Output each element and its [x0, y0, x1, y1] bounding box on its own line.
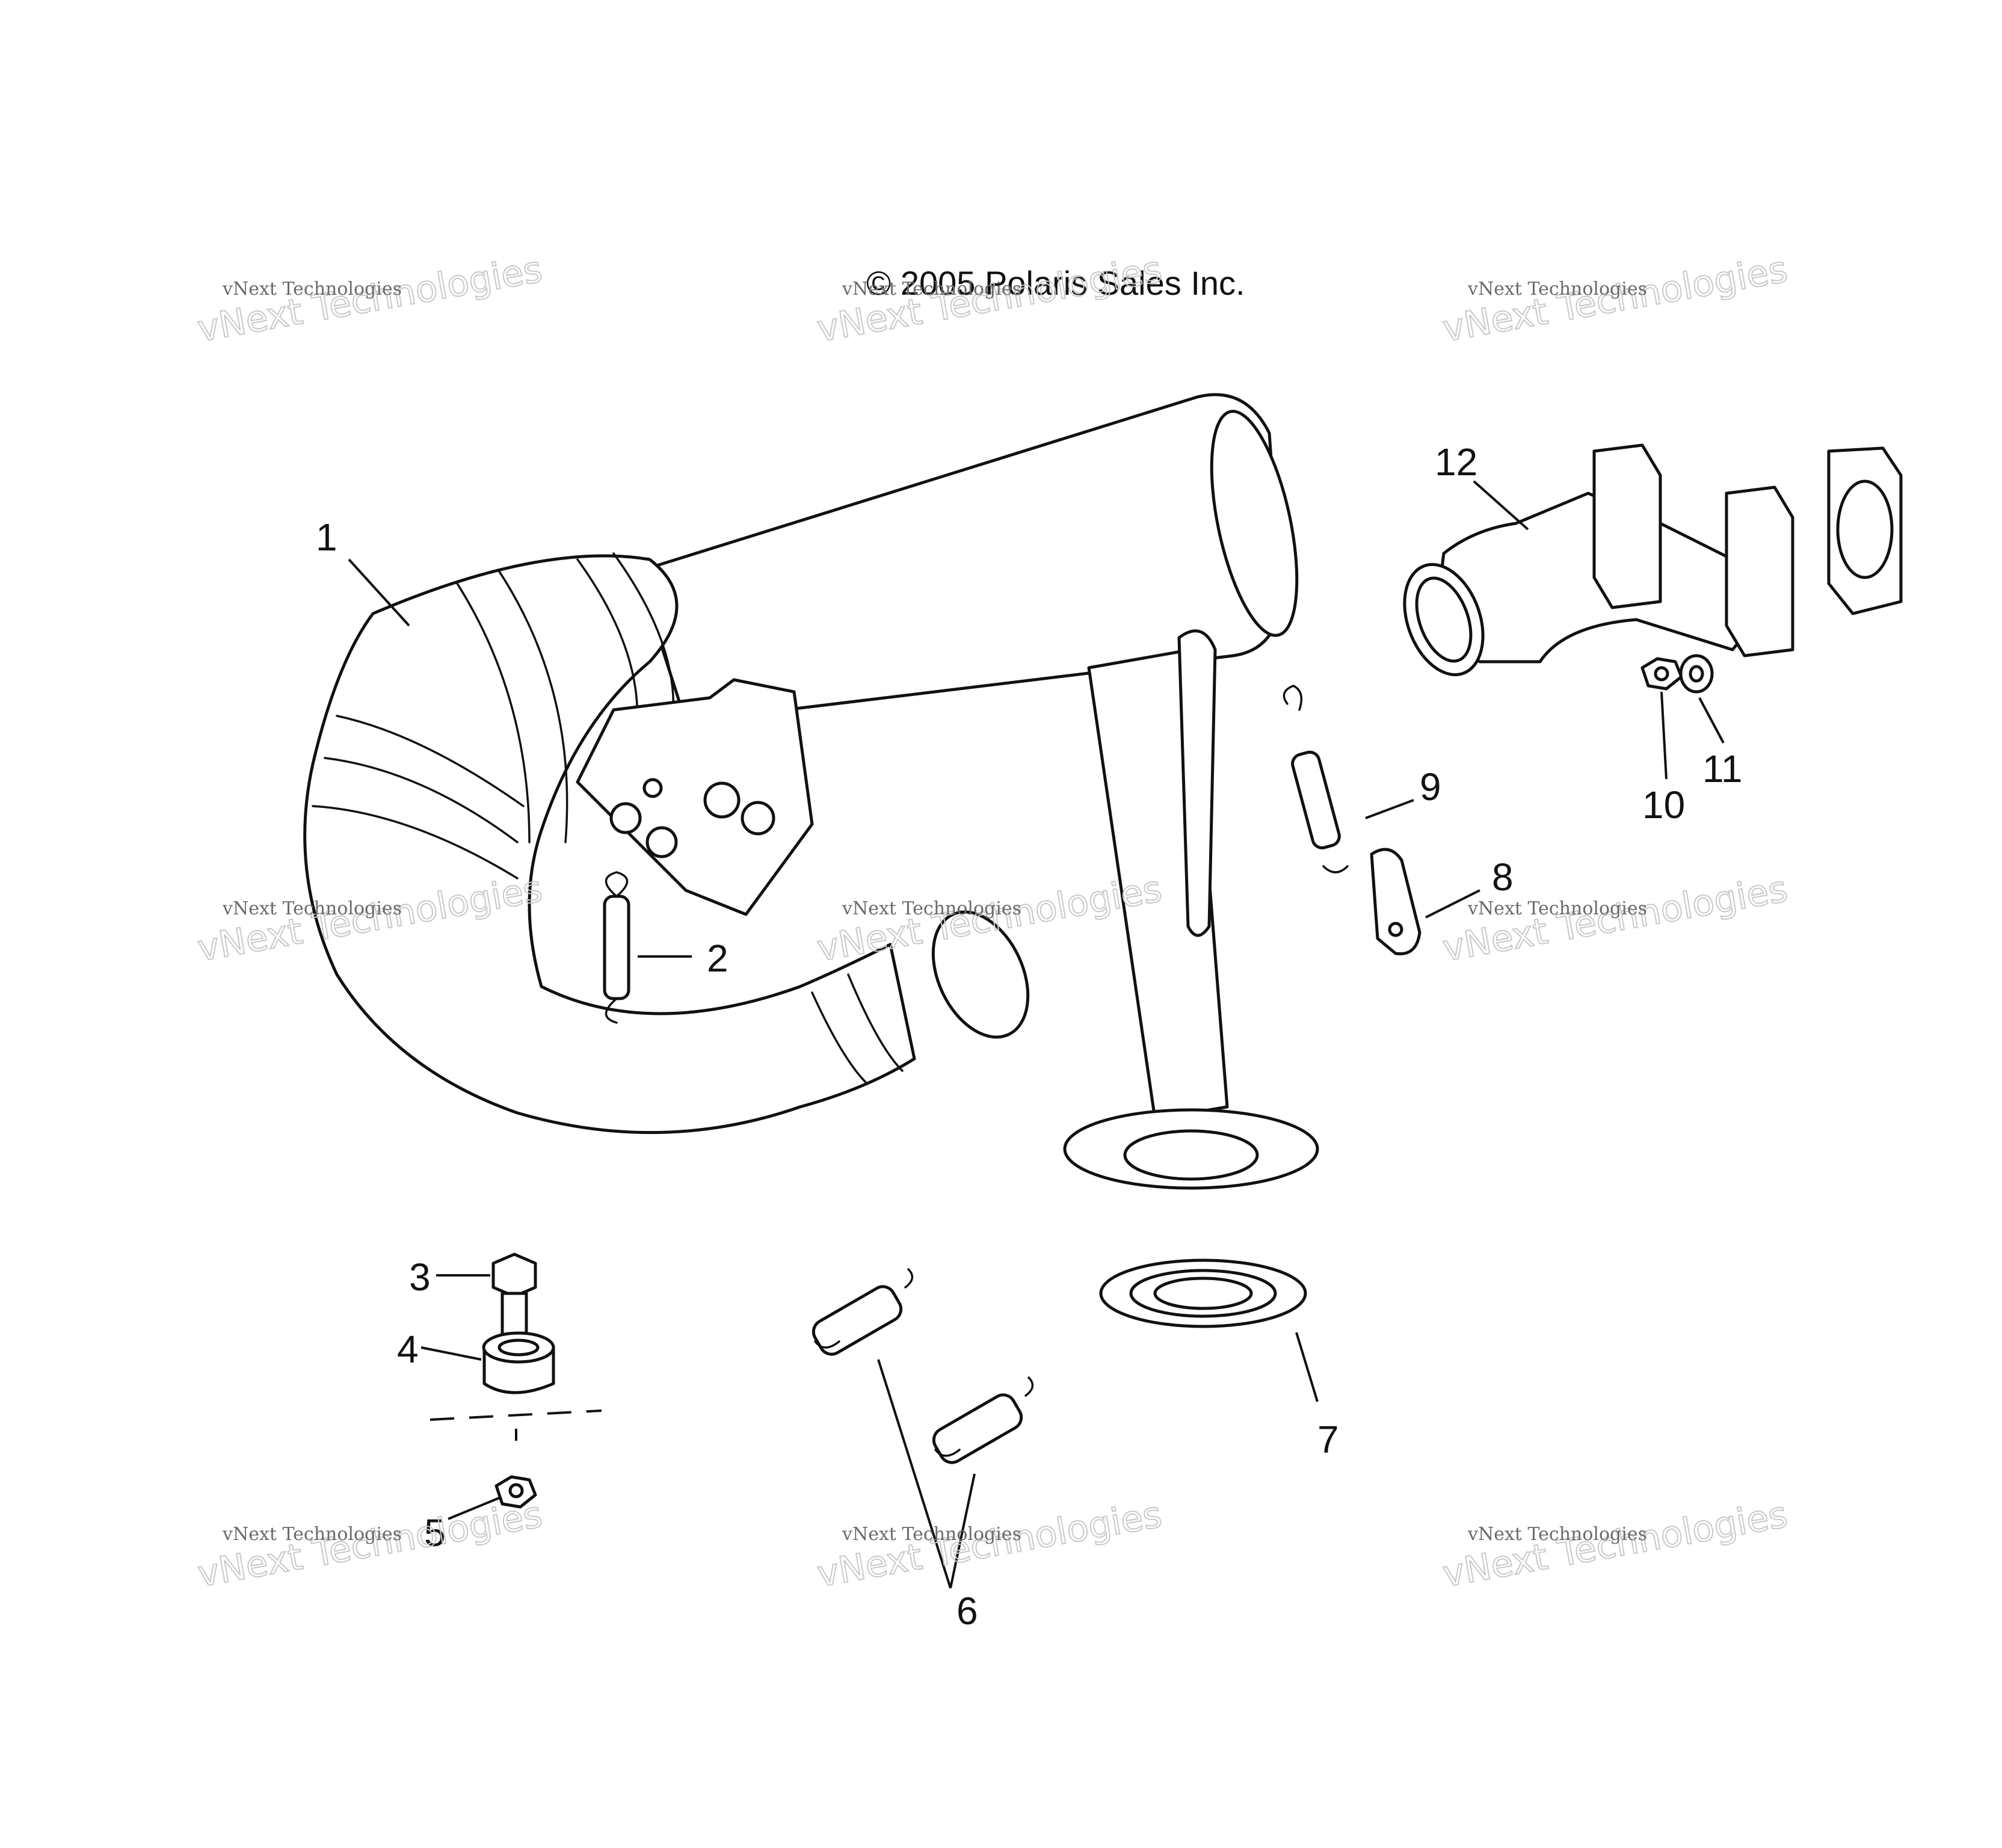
callout-4: 4	[397, 1328, 419, 1371]
callout-5: 5	[424, 1511, 446, 1554]
svg-text:vNext Technologies: vNext Technologies	[1467, 898, 1647, 919]
bracket-8-drawing	[1370, 848, 1421, 956]
callout-10: 10	[1642, 783, 1685, 827]
washer-11-drawing	[1679, 654, 1714, 694]
watermark: vNext Technologies vNext Technologies	[813, 1493, 1165, 1597]
muffler-assembly	[303, 393, 1319, 1190]
exhaust-manifold-12-drawing	[1403, 443, 1903, 677]
outlet-grommet-7-drawing	[1099, 1258, 1307, 1328]
svg-text:vNext Technologies: vNext Technologies	[1467, 279, 1647, 300]
callout-3: 3	[409, 1255, 431, 1299]
watermark: vNext Technologies vNext Technologies	[194, 1493, 546, 1597]
callout-6: 6	[956, 1589, 978, 1633]
mounting-dash-line	[430, 1409, 602, 1441]
svg-text:vNext Technologies: vNext Technologies	[842, 1524, 1021, 1545]
svg-text:vNext Technologies: vNext Technologies	[222, 279, 402, 300]
svg-text:vNext Technologies: vNext Technologies	[842, 279, 1021, 300]
grommet-4-drawing	[482, 1331, 555, 1394]
callout-1: 1	[316, 516, 337, 559]
callout-2: 2	[707, 937, 728, 980]
callout-7: 7	[1317, 1418, 1339, 1461]
watermark: vNext Technologies vNext Technologies	[1439, 248, 1791, 351]
spring-2-drawing	[603, 871, 630, 1024]
nut-10-drawing	[1640, 657, 1683, 691]
watermark: vNext Technologies vNext Technologies	[194, 248, 546, 351]
watermark: vNext Technologies vNext Technologies	[1439, 1493, 1791, 1597]
callout-12: 12	[1435, 440, 1477, 484]
spring-9-drawing	[1283, 685, 1349, 873]
callout-9: 9	[1420, 765, 1441, 808]
svg-text:vNext Technologies: vNext Technologies	[1467, 1524, 1647, 1545]
callout-11: 11	[1702, 747, 1742, 790]
nut-5-drawing	[494, 1475, 537, 1509]
callout-8: 8	[1492, 855, 1514, 899]
svg-text:vNext Technologies: vNext Technologies	[842, 898, 1021, 919]
callout-labels: 1 2 3 4 5 6 7 8 9 10 11 12	[316, 440, 1742, 1633]
leader-lines	[348, 480, 1725, 1589]
springs-6-drawing	[812, 1268, 1034, 1464]
copyright-text: © 2005 Polaris Sales Inc.	[866, 264, 1245, 302]
svg-text:vNext Technologies: vNext Technologies	[222, 1524, 402, 1545]
watermarks: vNext Technologies vNext Technologies vN…	[194, 248, 1791, 1597]
svg-text:vNext Technologies: vNext Technologies	[222, 898, 402, 919]
